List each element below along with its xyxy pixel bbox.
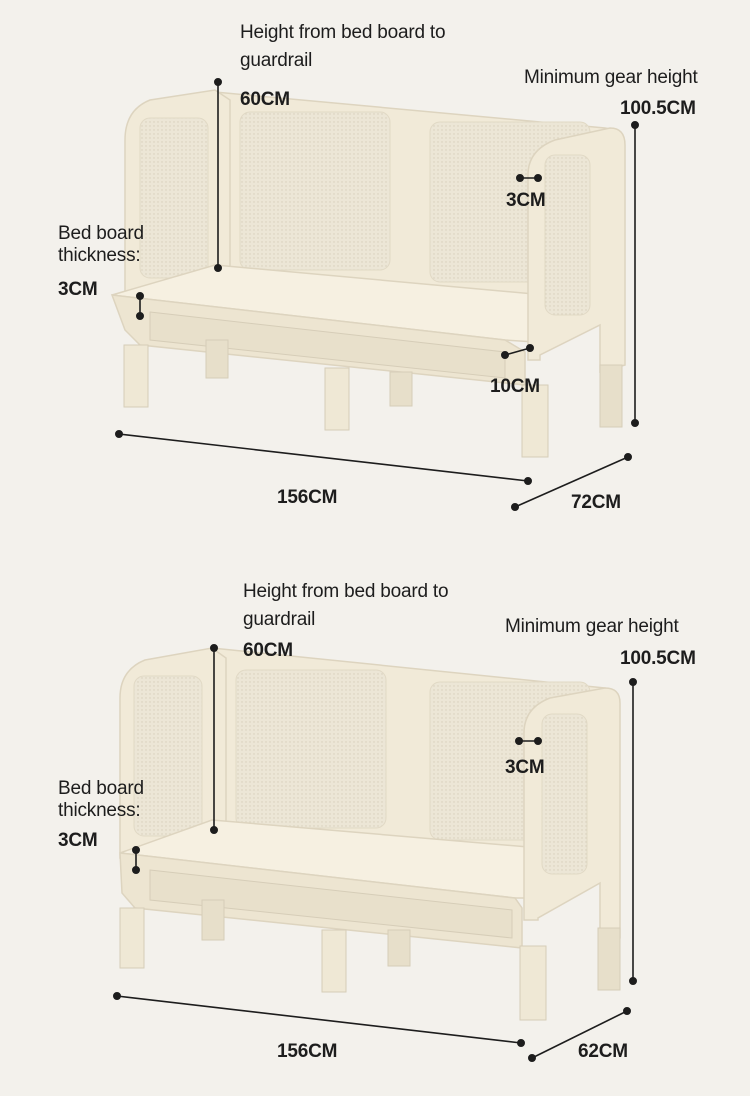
leg-front-right	[519, 945, 547, 1021]
leg-front-left	[123, 344, 149, 408]
left-mesh	[139, 117, 209, 279]
leg-middle-back	[387, 929, 411, 967]
leg-back-right	[599, 364, 623, 428]
sofa-bed-illustration	[110, 78, 639, 511]
min-gear-label: Minimum gear height	[524, 67, 698, 88]
leg-back-right	[597, 927, 621, 991]
right-mesh	[544, 154, 591, 316]
board-thickness-value: 3CM	[58, 279, 98, 300]
left-mesh	[133, 675, 203, 837]
length-line	[118, 433, 529, 482]
guardrail-height-label-line2: guardrail	[243, 609, 316, 630]
board-thickness-value: 3CM	[58, 830, 98, 851]
length-line	[116, 995, 522, 1044]
leg-front-right	[521, 384, 549, 458]
back-mesh-left	[235, 669, 387, 829]
guardrail-height-value: 60CM	[240, 89, 290, 110]
depth-value: 62CM	[578, 1041, 628, 1062]
bed-panel-62cm: Height from bed board to guardrail 60CM …	[0, 548, 750, 1096]
leg-middle-front	[321, 929, 347, 993]
board-thickness-label-line1: Bed board	[58, 778, 144, 799]
guardrail-height-label-line1: Height from bed board to	[243, 581, 449, 602]
board-thickness-label-line1: Bed board	[58, 223, 144, 244]
guardrail-height-value: 60CM	[243, 640, 293, 661]
frame-thickness-value: 3CM	[505, 757, 545, 778]
sofa-bed-illustration	[113, 644, 637, 1062]
min-gear-value: 100.5CM	[620, 98, 696, 119]
side-width-line	[504, 347, 531, 356]
board-thickness-label-line2: thickness:	[58, 245, 141, 266]
guardrail-height-label-line1: Height from bed board to	[240, 22, 446, 43]
depth-line	[531, 1010, 628, 1059]
drawer-front	[149, 869, 513, 939]
drawer-front	[149, 311, 506, 379]
guardrail-height-label-line2: guardrail	[240, 50, 313, 71]
leg-back-left	[205, 339, 229, 379]
side-width-value: 10CM	[490, 376, 540, 397]
bed-panel-72cm: Height from bed board to guardrail 60CM …	[58, 22, 698, 513]
leg-front-left	[119, 907, 145, 969]
right-mesh	[541, 713, 588, 875]
leg-middle-back	[389, 371, 413, 407]
board-thickness-label-line2: thickness:	[58, 800, 141, 821]
leg-back-left	[201, 899, 225, 941]
depth-line	[514, 456, 629, 508]
min-gear-value: 100.5CM	[620, 648, 696, 669]
leg-middle-front	[324, 367, 350, 431]
length-value: 156CM	[277, 1041, 338, 1062]
min-gear-label: Minimum gear height	[505, 616, 679, 637]
depth-value: 72CM	[571, 492, 621, 513]
frame-thickness-value: 3CM	[506, 190, 546, 211]
back-mesh-left	[239, 111, 391, 271]
length-value: 156CM	[277, 487, 338, 508]
